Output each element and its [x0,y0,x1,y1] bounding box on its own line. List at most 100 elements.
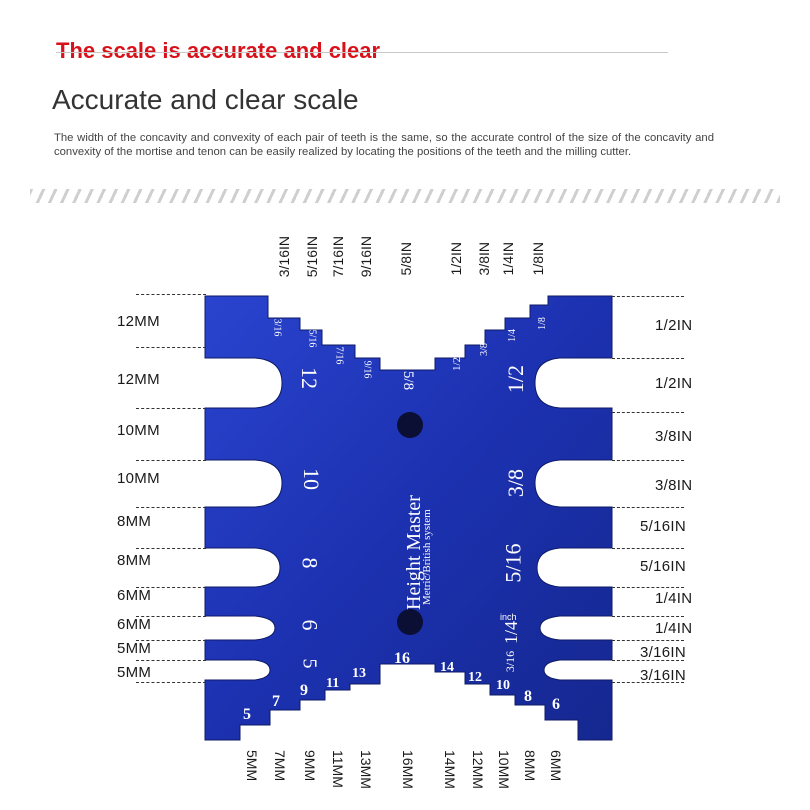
right-dim-label: 3/16IN [640,644,686,661]
top-dim-label: 1/4IN [500,242,516,276]
top-dim-label: 5/8IN [398,242,414,276]
metric-mark-6: 6 [297,619,323,631]
bottom-dim-label: 16MM [400,750,416,789]
inch-mark-1-2: 1/2 [503,364,529,394]
bottom-dim-label: 6MM [548,750,564,782]
step-mark: 12 [468,670,482,685]
step-mark: 14 [440,660,454,675]
dim-line [612,660,684,661]
dim-line [136,587,206,588]
bottom-dim-label: 14MM [442,750,458,789]
top-dim-label: 5/16IN [304,236,320,278]
dim-line [612,507,684,508]
left-dim-label: 8MM [117,552,152,569]
right-dim-label: 1/4IN [655,590,693,607]
bottom-dim-label: 10MM [496,750,512,789]
left-dim-label: 12MM [117,313,160,330]
top-dim-label: 1/2IN [448,242,464,276]
left-dim-label: 5MM [117,664,152,681]
bottom-dim-label: 13MM [358,750,374,789]
top-dim-label: 1/8IN [530,242,546,276]
step-mark: 11 [326,676,340,691]
bottom-dim-label: 8MM [522,750,538,782]
title-divider [56,52,668,53]
dim-line [136,660,206,661]
step-mark: 9 [300,682,308,699]
dim-line [136,408,206,409]
dim-line [612,640,684,641]
description-text: The width of the concavity and convexity… [54,132,714,158]
step-mark: 16 [394,650,410,667]
left-dim-label: 5MM [117,640,152,657]
step-mark: 1/4 [506,329,518,342]
metric-mark-12: 12 [297,367,322,389]
dim-line [136,347,206,348]
step-mark: 7 [272,693,280,710]
top-dim-label: 9/16IN [358,236,374,278]
right-dim-label: 1/4IN [655,620,693,637]
dim-line [136,616,206,617]
dim-line [136,640,206,641]
left-dim-label: 6MM [117,616,152,633]
right-dim-label: 5/16IN [640,558,686,575]
step-mark: 3/8 [478,343,490,356]
right-dim-label: 1/2IN [655,317,693,334]
mount-hole-bottom [397,609,423,635]
gauge-body [204,295,613,741]
dim-line [136,548,206,549]
dim-line [136,460,206,461]
inch-mark-3-16: 3/16 [503,650,518,673]
promo-title: The scale is accurate and clear [56,38,381,63]
step-mark: 5/8 [400,370,417,391]
dim-line [612,296,684,297]
brand-subtitle: Metric/British system [421,509,433,605]
step-mark: 9/16 [361,360,373,379]
right-dim-label: 3/16IN [640,667,686,684]
section-title: Accurate and clear scale [52,84,359,115]
dim-line [136,682,206,683]
step-mark: 5 [243,706,251,723]
left-dim-label: 10MM [117,422,160,439]
inch-mark-5-16: 5/16 [500,543,526,583]
right-dim-label: 1/2IN [655,375,693,392]
step-mark: 8 [524,688,532,705]
step-mark: 5/16 [306,329,318,348]
inch-mark-1-4: 1/4 [501,620,522,645]
inch-text: inch [500,612,517,622]
mount-hole-top [397,412,423,438]
dim-line [612,412,684,413]
left-dim-label: 12MM [117,371,160,388]
dim-line [612,587,684,588]
dim-line [612,548,684,549]
right-dim-label: 3/8IN [655,477,693,494]
dim-line [612,460,684,461]
right-dim-label: 5/16IN [640,518,686,535]
metric-mark-5: 5 [298,658,321,669]
step-mark: 7/16 [333,346,345,365]
left-dim-label: 6MM [117,587,152,604]
right-dim-label: 3/8IN [655,428,693,445]
step-mark: 3/16 [271,318,283,337]
left-dim-label: 10MM [117,470,160,487]
brand-area: Height Master Metric/British system [375,440,433,610]
top-dim-label: 7/16IN [330,236,346,278]
bottom-dim-label: 11MM [330,750,346,788]
step-mark: 6 [552,696,560,713]
metric-mark-10: 10 [299,468,324,490]
dim-line [136,507,206,508]
step-mark: 10 [496,678,510,693]
left-dim-label: 8MM [117,513,152,530]
top-dim-label: 3/16IN [276,236,292,278]
bottom-dim-label: 7MM [272,750,288,782]
dim-line [612,682,684,683]
dim-line [136,294,206,295]
top-dim-label: 3/8IN [476,242,492,276]
inch-mark-3-8: 3/8 [503,468,529,498]
bottom-dim-label: 5MM [244,750,260,782]
metric-mark-8: 8 [297,557,323,569]
step-mark: 1/2 [451,356,464,372]
step-mark: 1/8 [536,317,548,330]
dim-line [612,358,684,359]
step-mark: 13 [352,666,366,681]
